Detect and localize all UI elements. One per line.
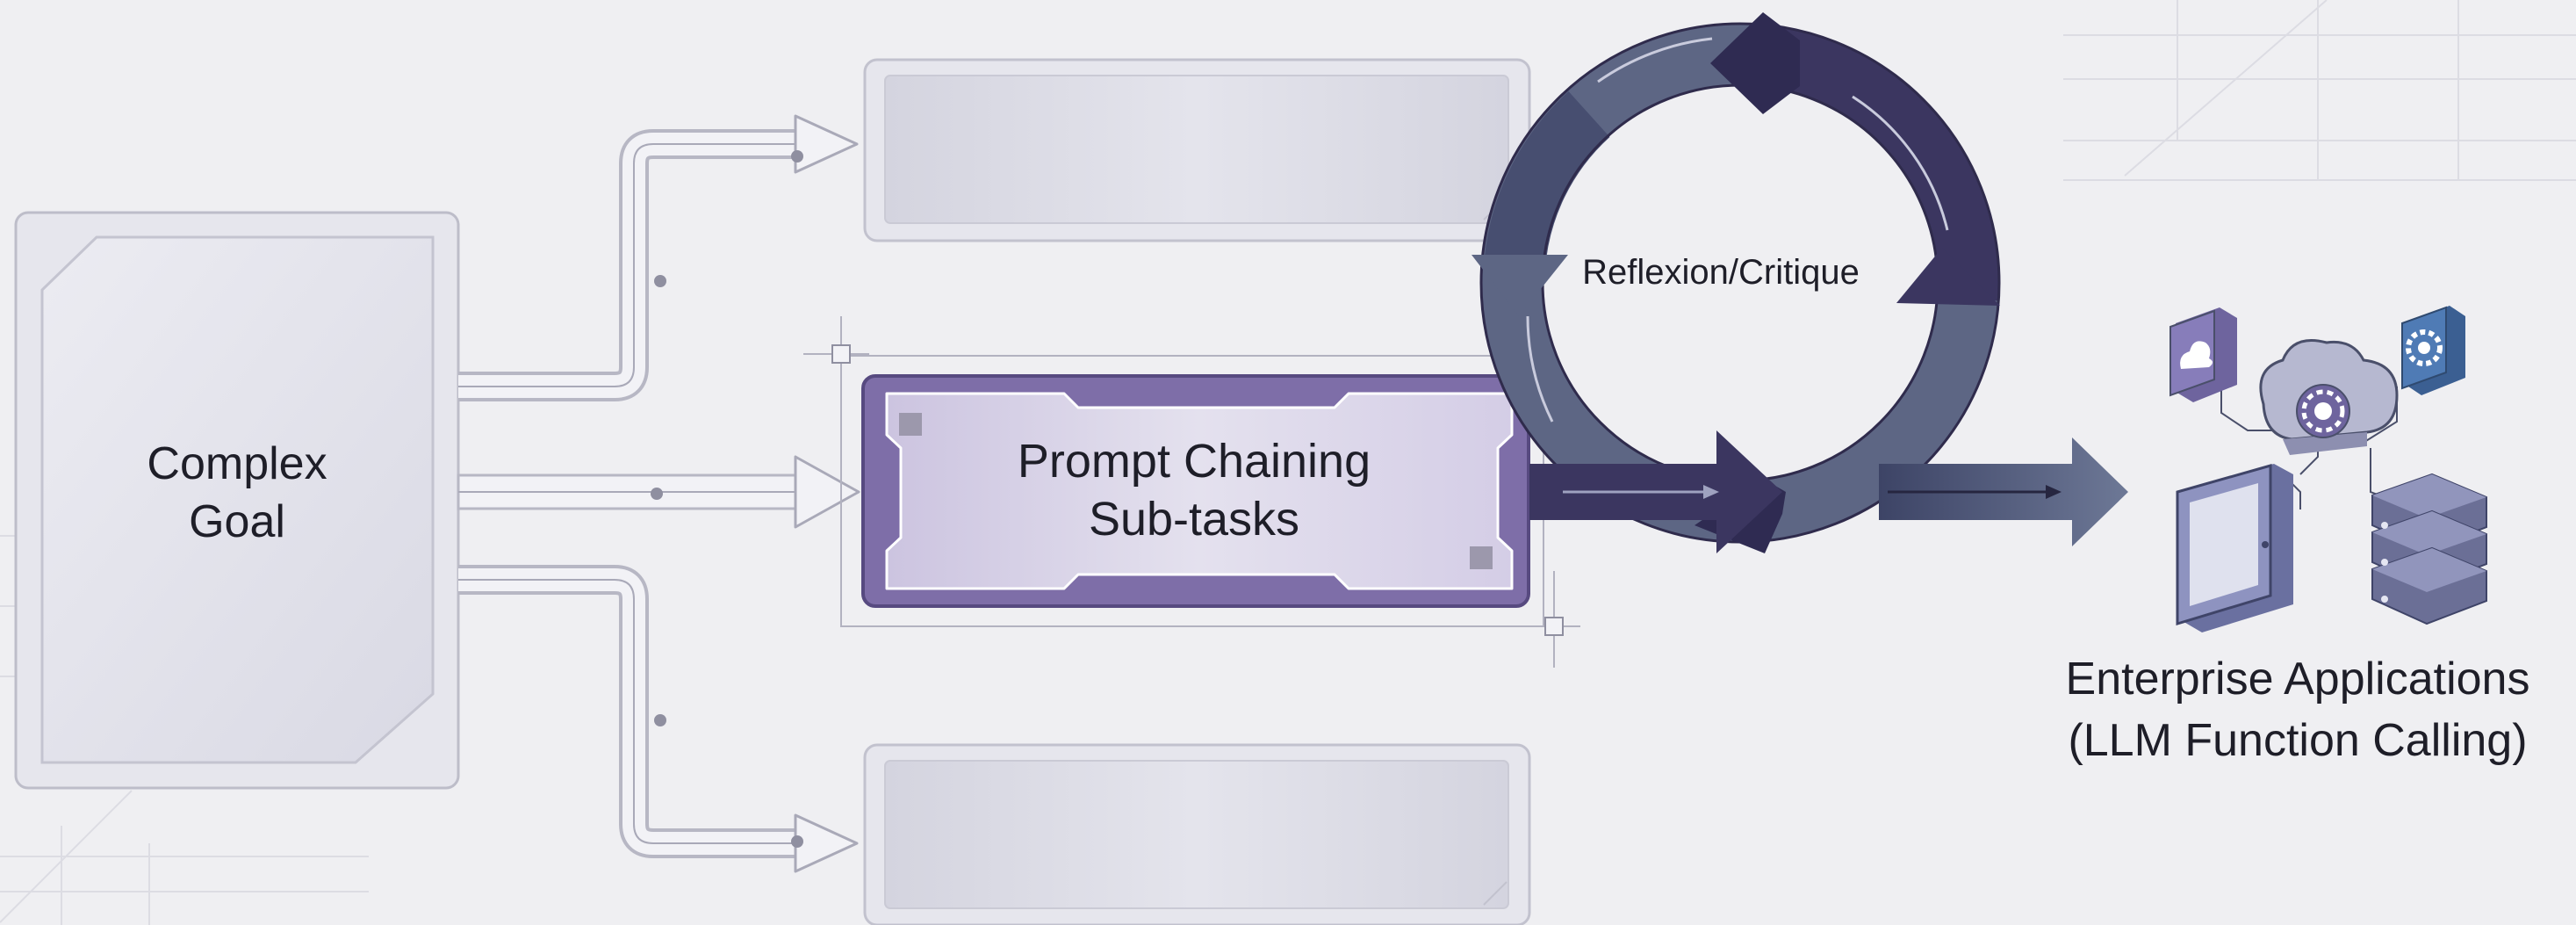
upper-branch-arrow [458,114,859,401]
middle-branch-arrow [457,455,860,529]
enterprise-icons [2169,306,2487,632]
prompt-chaining-line2: Sub-tasks [1088,493,1300,546]
lower-branch-arrow [458,565,859,873]
prompt-chaining-label: Prompt Chaining Sub-tasks [887,432,1501,548]
tablet-icon [2176,464,2293,632]
enterprise-applications-line1: Enterprise Applications [2065,654,2530,705]
output-arrow [1879,437,2128,546]
gear-icon [2401,306,2465,395]
prompt-chaining-line1: Prompt Chaining [1017,435,1371,488]
gear-cloud-icon [2259,339,2399,455]
complex-goal-label: Complex Goal [35,435,439,551]
complex-goal-line2: Goal [189,496,285,547]
chain-to-loop-arrow [1529,430,1782,553]
bottom-ghost-box [863,743,1531,925]
server-stack-icon [2371,473,2487,625]
top-ghost-box [863,58,1531,242]
enterprise-applications-line2: (LLM Function Calling) [2068,715,2528,766]
reflexion-critique-label: Reflexion/Critique [1582,253,1860,292]
prompt-chaining-box [803,316,1580,668]
enterprise-applications-label: Enterprise Applications (LLM Function Ca… [2019,648,2576,771]
complex-goal-box [14,211,460,790]
cloud-icon [2169,307,2237,402]
complex-goal-line1: Complex [147,438,327,489]
